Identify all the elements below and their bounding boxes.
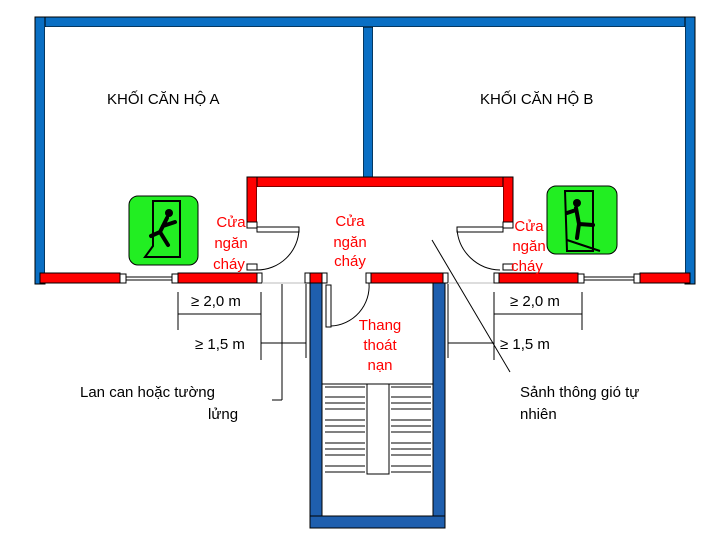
svg-text:Cửa: Cửa [514,218,544,235]
fire-door-left [256,226,300,271]
stair-door [325,282,370,328]
stair-steps [321,383,434,517]
block-a-label: KHỐI CĂN HỘ A [107,90,220,108]
exit-sign-icon [128,195,199,266]
svg-text:Cửa: Cửa [216,214,246,231]
svg-text:nhiên: nhiên [520,406,557,423]
dim-right-2m: ≥ 2,0 m [510,293,560,310]
svg-text:cháy: cháy [511,258,543,275]
svg-text:cháy: cháy [334,253,366,270]
block-b-label: KHỐI CĂN HỘ B [480,90,593,108]
fire-door-right [456,226,504,271]
svg-text:Lan can hoặc tường: Lan can hoặc tường [80,384,215,401]
svg-text:Cửa: Cửa [335,213,365,230]
fire-door-center-label: Cửa ngăn cháy [333,213,366,270]
fire-door-right-label: Cửa ngăn cháy [511,218,546,275]
svg-text:Thang: Thang [359,317,402,334]
fire-door-left-label: Cửa ngăn cháy [213,214,248,273]
lobby-label: Sảnh thông gió tự nhiên [520,384,639,423]
lobby-fire-walls [246,176,514,273]
svg-text:nạn: nạn [367,357,392,374]
svg-text:lửng: lửng [208,406,238,423]
svg-text:ngăn: ngăn [512,238,545,255]
exit-sign-icon [546,185,618,255]
stair-label: Thang thoát nạn [359,317,402,374]
dim-left-2m: ≥ 2,0 m [191,293,241,310]
dimension-lines [177,239,583,401]
svg-text:Sảnh thông gió tự: Sảnh thông gió tự [520,384,639,401]
svg-text:ngăn: ngăn [333,234,366,251]
dim-left-1-5m: ≥ 1,5 m [195,336,245,353]
svg-text:cháy: cháy [213,256,245,273]
svg-text:ngăn: ngăn [214,235,247,252]
apartment-walls [34,16,696,285]
svg-text:thoát: thoát [363,337,397,354]
bottom-wall [39,272,691,284]
dim-right-1-5m: ≥ 1,5 m [500,336,550,353]
railing-label: Lan can hoặc tường lửng [80,384,238,423]
stairwell [309,282,446,529]
